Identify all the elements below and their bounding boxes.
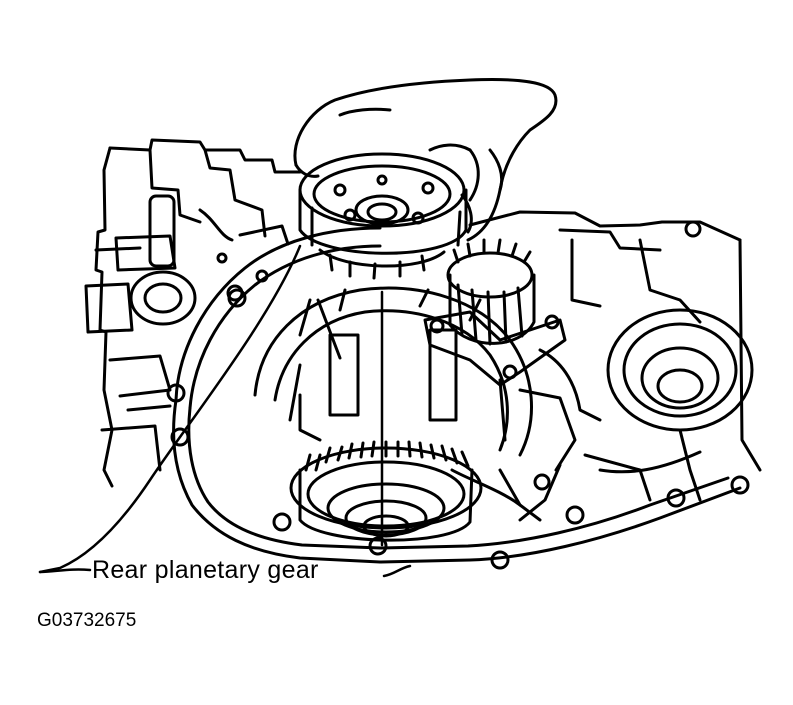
clutch-drum [255,288,531,455]
callout-leader [40,246,410,576]
right-case-section [452,212,760,520]
drive-gear [425,240,565,385]
figure-code: G03732675 [37,610,137,631]
callout-label-rear-planetary-gear: Rear planetary gear [92,556,319,584]
splined-hub [291,442,481,540]
hand [295,80,556,240]
rear-planetary-gear [300,154,466,278]
left-case-block [86,140,300,486]
